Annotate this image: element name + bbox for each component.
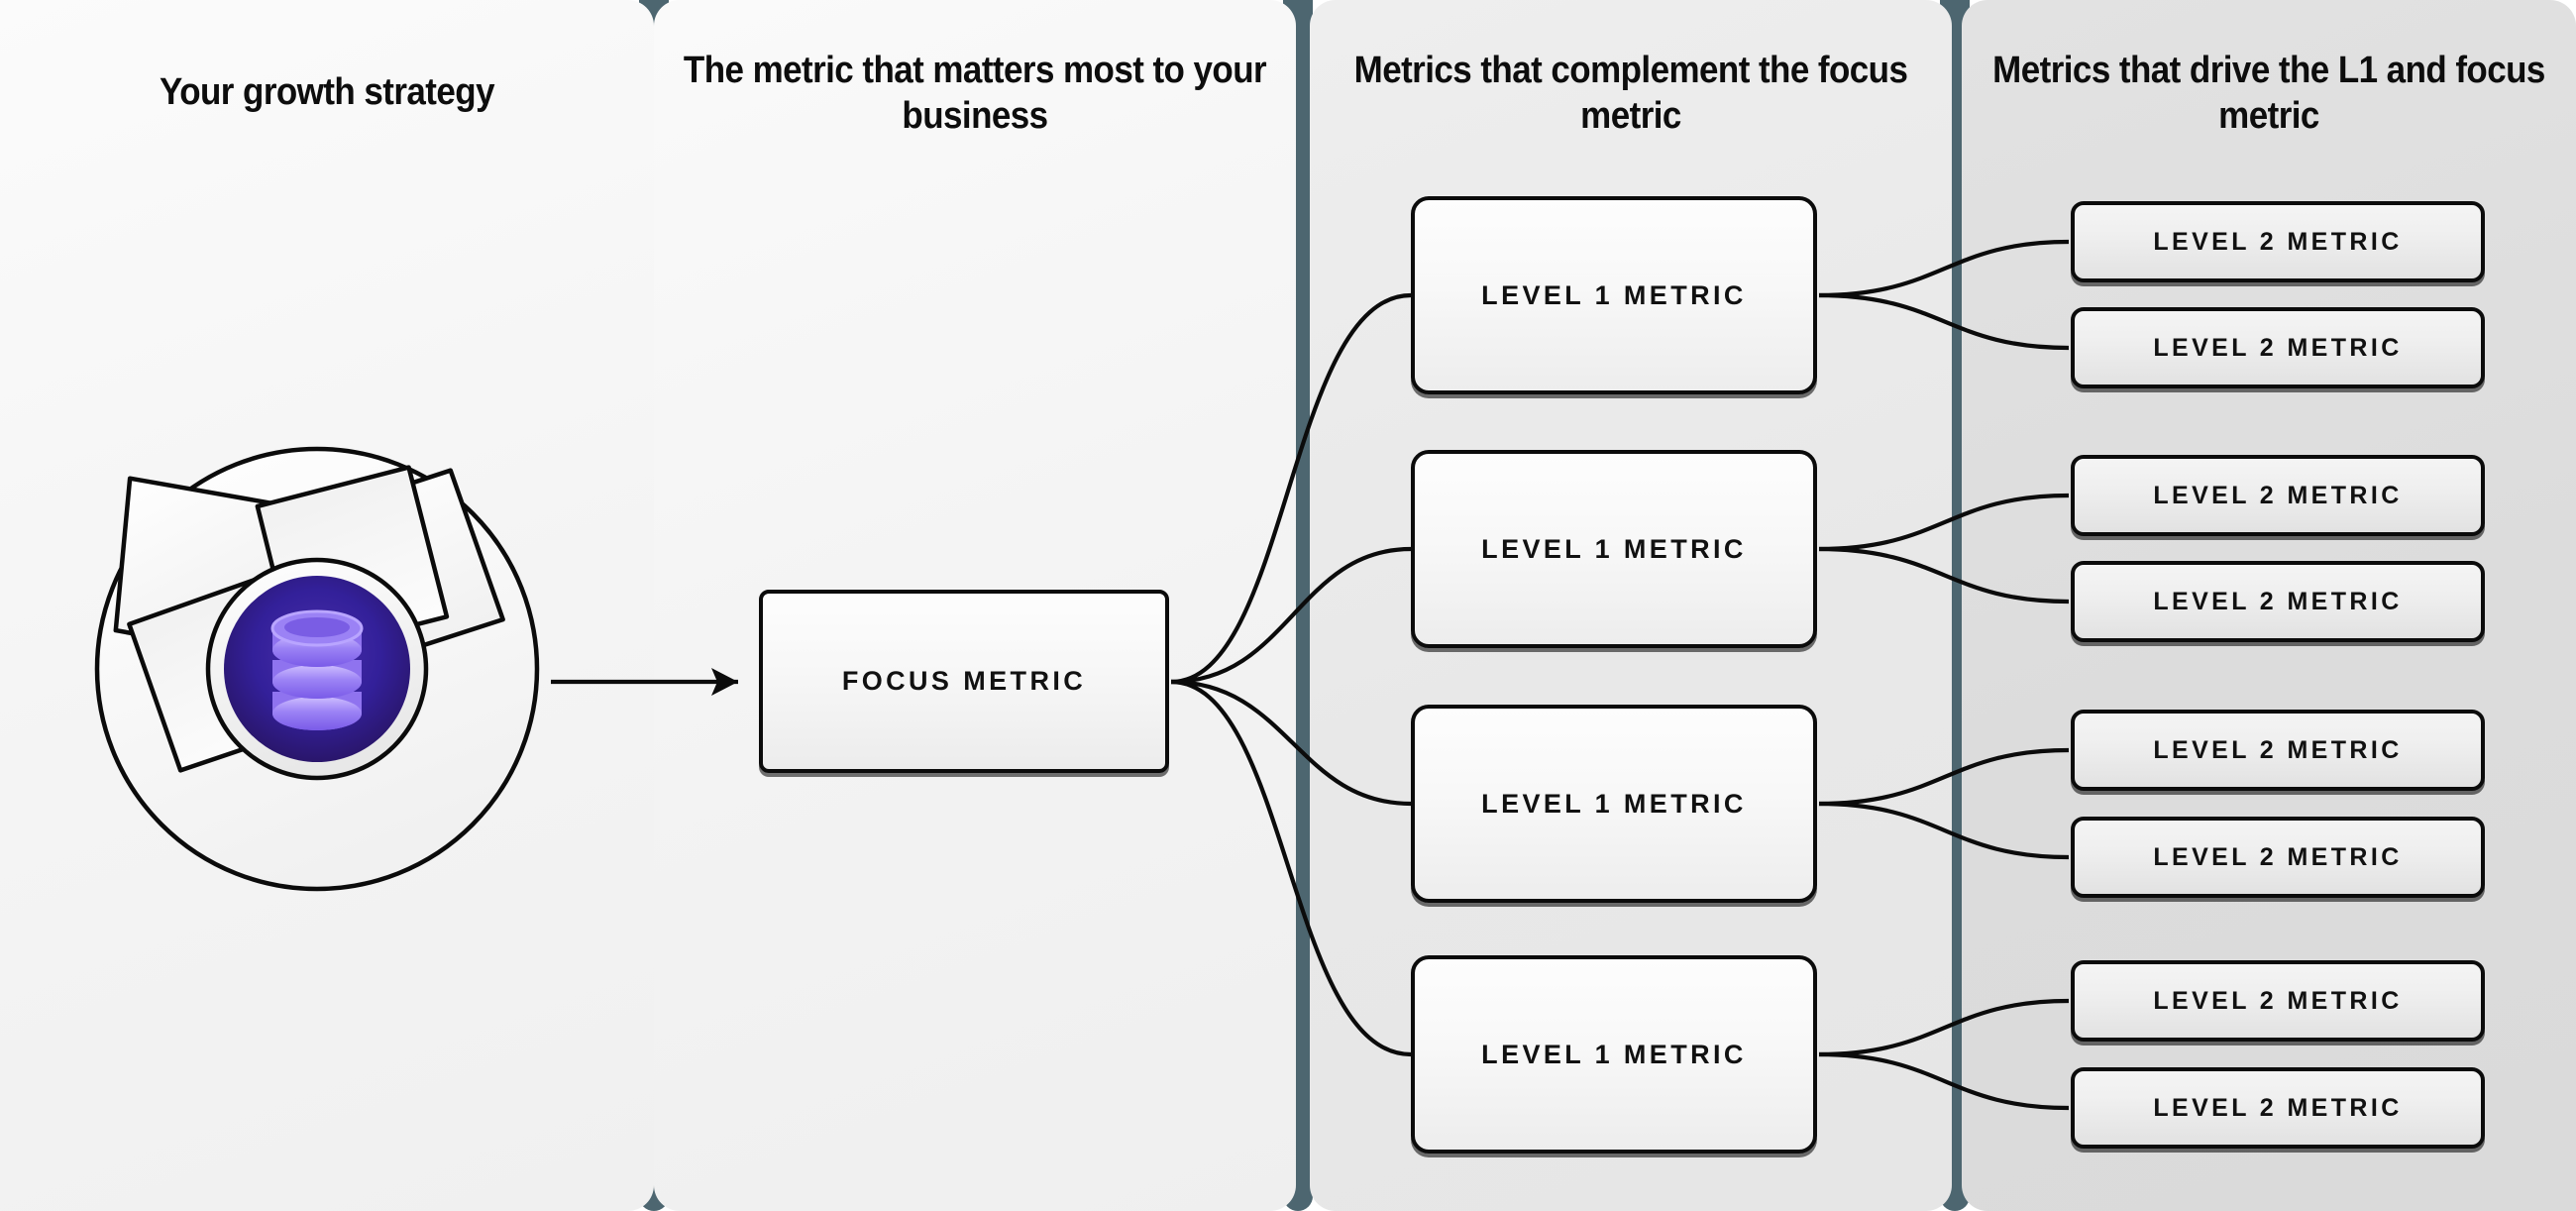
growth-strategy-aperture-icon	[84, 426, 550, 912]
column-header-level-2-metrics: Metrics that drive the L1 and focus metr…	[1992, 50, 2545, 138]
node-level-2-metric-7[interactable]: LEVEL 2 METRIC	[2071, 960, 2485, 1042]
node-level-2-metric-4[interactable]: LEVEL 2 METRIC	[2071, 561, 2485, 642]
node-level-2-metric-3[interactable]: LEVEL 2 METRIC	[2071, 455, 2485, 536]
column-header-level-1-metrics: Metrics that complement the focus metric	[1353, 50, 1908, 138]
database-stack-icon	[270, 609, 364, 730]
node-level-2-metric-1[interactable]: LEVEL 2 METRIC	[2071, 201, 2485, 282]
column-header-focus-metric: The metric that matters most to your bus…	[683, 50, 1267, 138]
node-level-2-metric-5[interactable]: LEVEL 2 METRIC	[2071, 710, 2485, 791]
node-level-2-metric-2[interactable]: LEVEL 2 METRIC	[2071, 307, 2485, 388]
column-header-growth-strategy: Your growth strategy	[160, 71, 495, 113]
node-level-2-metric-8[interactable]: LEVEL 2 METRIC	[2071, 1067, 2485, 1149]
node-focus-metric[interactable]: FOCUS METRIC	[759, 590, 1169, 773]
node-level-1-metric-2[interactable]: LEVEL 1 METRIC	[1411, 450, 1817, 648]
node-level-1-metric-3[interactable]: LEVEL 1 METRIC	[1411, 705, 1817, 903]
node-level-1-metric-4[interactable]: LEVEL 1 METRIC	[1411, 955, 1817, 1154]
node-level-2-metric-6[interactable]: LEVEL 2 METRIC	[2071, 817, 2485, 898]
node-level-1-metric-1[interactable]: LEVEL 1 METRIC	[1411, 196, 1817, 394]
